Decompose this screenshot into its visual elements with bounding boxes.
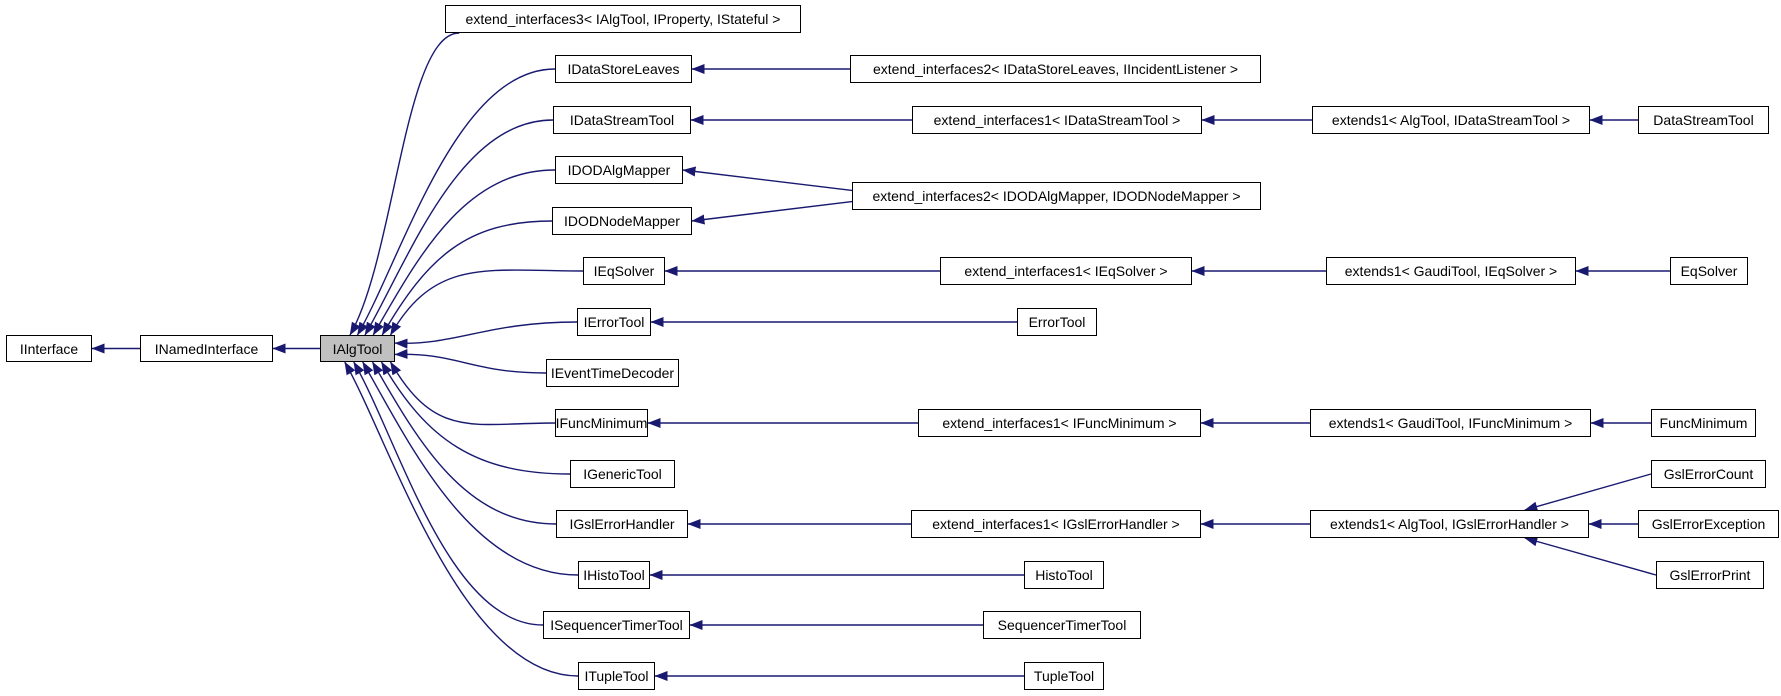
class-node-label: IDODNodeMapper xyxy=(564,213,680,229)
class-node-label: IEqSolver xyxy=(593,263,655,279)
edge-ierrortool-to-ialgtool xyxy=(394,321,578,349)
edge-igslerrorhandler-to-ialgtool xyxy=(371,361,557,525)
class-node-label: EqSolver xyxy=(1680,263,1738,279)
class-node-label: FuncMinimum xyxy=(1659,415,1748,431)
class-node-label: extend_interfaces2< IDODAlgMapper, IDODN… xyxy=(872,188,1241,204)
class-node-label: GslErrorPrint xyxy=(1669,567,1751,583)
class-node-label: HistoTool xyxy=(1035,567,1093,583)
class-node-label: IEventTimeDecoder xyxy=(550,365,675,381)
class-node-ext1_eq[interactable]: extend_interfaces1< IEqSolver > xyxy=(940,257,1192,285)
class-node-ieventtimedecoder[interactable]: IEventTimeDecoder xyxy=(546,359,679,387)
class-node-exts1_eq[interactable]: extends1< GaudiTool, IEqSolver > xyxy=(1326,257,1576,285)
class-node-label: IDataStreamTool xyxy=(569,112,675,128)
class-node-errortool[interactable]: ErrorTool xyxy=(1017,308,1097,336)
edge-idatastoreleaves-to-ialgtool xyxy=(356,68,556,336)
class-node-eqsolver[interactable]: EqSolver xyxy=(1670,257,1748,285)
class-node-exts1_fm[interactable]: extends1< GaudiTool, IFuncMinimum > xyxy=(1310,409,1591,437)
class-node-label: IGenericTool xyxy=(583,466,662,482)
class-node-label: TupleTool xyxy=(1033,668,1095,684)
class-node-label: extends1< AlgTool, IGslErrorHandler > xyxy=(1330,516,1569,532)
class-node-inamedinterface[interactable]: INamedInterface xyxy=(140,335,273,362)
class-node-ext1_dst[interactable]: extend_interfaces1< IDataStreamTool > xyxy=(912,106,1202,134)
class-node-label: extend_interfaces2< IDataStoreLeaves, II… xyxy=(872,61,1238,77)
class-node-ext3[interactable]: extend_interfaces3< IAlgTool, IProperty,… xyxy=(445,5,801,33)
class-node-iinterface[interactable]: IInterface xyxy=(6,335,92,362)
edge-ext2_dod-to-idodalgmapper xyxy=(682,166,853,192)
class-node-idodnodemapper[interactable]: IDODNodeMapper xyxy=(552,207,692,235)
class-node-label: IAlgTool xyxy=(332,340,383,357)
edge-ext2_dod-to-idodnodemapper xyxy=(691,200,853,225)
class-node-label: IFuncMinimum xyxy=(555,415,648,431)
class-node-label: extends1< GaudiTool, IFuncMinimum > xyxy=(1328,415,1573,431)
class-node-label: GslErrorCount xyxy=(1663,466,1754,482)
edge-gslerrorprint-to-exts1_gsl xyxy=(1524,536,1657,576)
edge-gslerrorcount-to-exts1_gsl xyxy=(1524,473,1652,512)
class-node-label: IHistoTool xyxy=(583,567,645,583)
class-node-tupletool[interactable]: TupleTool xyxy=(1024,662,1104,690)
edge-ext3-to-ialgtool xyxy=(349,32,460,336)
class-node-label: ISequencerTimerTool xyxy=(550,617,683,633)
class-node-label: extend_interfaces1< IDataStreamTool > xyxy=(933,112,1181,128)
class-node-label: extend_interfaces1< IFuncMinimum > xyxy=(942,415,1177,431)
edge-idodnodemapper-to-ialgtool xyxy=(381,220,553,336)
edge-ifuncminimum-to-ialgtool xyxy=(389,361,556,426)
class-node-exts1_dst[interactable]: extends1< AlgTool, IDataStreamTool > xyxy=(1312,106,1590,134)
class-node-idatastoreleaves[interactable]: IDataStoreLeaves xyxy=(555,55,692,83)
class-node-label: DataStreamTool xyxy=(1653,112,1754,128)
class-node-igenerictool[interactable]: IGenericTool xyxy=(570,460,675,488)
class-node-ifuncminimum[interactable]: IFuncMinimum xyxy=(555,409,648,437)
class-node-ieqsolver[interactable]: IEqSolver xyxy=(583,257,665,285)
edge-ihistotool-to-ialgtool xyxy=(362,361,579,576)
class-node-label: IErrorTool xyxy=(583,314,645,330)
edge-isequencertimertool-to-ialgtool xyxy=(353,361,544,626)
edge-idatastreamtool-to-ialgtool xyxy=(364,119,554,336)
class-node-gslerrorexception[interactable]: GslErrorException xyxy=(1638,510,1779,538)
class-node-label: IDataStoreLeaves xyxy=(567,61,680,77)
class-node-label: extend_interfaces1< IEqSolver > xyxy=(964,263,1168,279)
class-node-label: IGslErrorHandler xyxy=(569,516,675,532)
class-node-label: ErrorTool xyxy=(1028,314,1086,330)
class-node-datastreamtool[interactable]: DataStreamTool xyxy=(1638,106,1769,134)
edge-ieqsolver-to-ialgtool xyxy=(389,269,584,336)
edge-itupletool-to-ialgtool xyxy=(344,361,579,677)
class-node-itupletool[interactable]: ITupleTool xyxy=(578,662,655,690)
class-node-gslerrorprint[interactable]: GslErrorPrint xyxy=(1656,561,1764,589)
class-node-ext1_fm[interactable]: extend_interfaces1< IFuncMinimum > xyxy=(918,409,1201,437)
class-node-label: GslErrorException xyxy=(1651,516,1766,532)
class-node-exts1_gsl[interactable]: extends1< AlgTool, IGslErrorHandler > xyxy=(1310,510,1589,538)
class-node-label: extends1< GaudiTool, IEqSolver > xyxy=(1344,263,1558,279)
class-node-label: INamedInterface xyxy=(154,340,259,357)
class-node-label: IDODAlgMapper xyxy=(567,162,671,178)
class-node-funcminimum[interactable]: FuncMinimum xyxy=(1651,409,1756,437)
edge-igenerictool-to-ialgtool xyxy=(380,361,571,475)
class-node-ialgtool: IAlgTool xyxy=(320,335,395,362)
class-node-ext2_dsl[interactable]: extend_interfaces2< IDataStoreLeaves, II… xyxy=(850,55,1261,83)
class-node-label: ITupleTool xyxy=(584,668,649,684)
class-node-histotool[interactable]: HistoTool xyxy=(1024,561,1104,589)
class-node-gslerrorcount[interactable]: GslErrorCount xyxy=(1651,460,1766,488)
class-node-label: IInterface xyxy=(19,340,79,357)
class-node-ihistotool[interactable]: IHistoTool xyxy=(578,561,650,589)
class-node-label: extends1< AlgTool, IDataStreamTool > xyxy=(1331,112,1571,128)
class-node-ierrortool[interactable]: IErrorTool xyxy=(577,308,651,336)
class-node-label: extend_interfaces1< IGslErrorHandler > xyxy=(932,516,1180,532)
class-node-idodalgmapper[interactable]: IDODAlgMapper xyxy=(555,156,683,184)
class-node-isequencertimertool[interactable]: ISequencerTimerTool xyxy=(543,611,690,639)
class-node-ext1_gsl[interactable]: extend_interfaces1< IGslErrorHandler > xyxy=(911,510,1201,538)
edge-idodalgmapper-to-ialgtool xyxy=(372,169,556,336)
edge-ieventtimedecoder-to-ialgtool xyxy=(394,348,547,374)
class-node-label: extend_interfaces3< IAlgTool, IProperty,… xyxy=(465,11,781,27)
inheritance-edges xyxy=(91,32,1670,681)
class-node-label: SequencerTimerTool xyxy=(997,617,1127,633)
class-node-igslerrorhandler[interactable]: IGslErrorHandler xyxy=(556,510,688,538)
class-node-sequencertimertool[interactable]: SequencerTimerTool xyxy=(983,611,1141,639)
class-node-ext2_dod[interactable]: extend_interfaces2< IDODAlgMapper, IDODN… xyxy=(852,182,1261,210)
class-node-idatastreamtool[interactable]: IDataStreamTool xyxy=(553,106,691,134)
